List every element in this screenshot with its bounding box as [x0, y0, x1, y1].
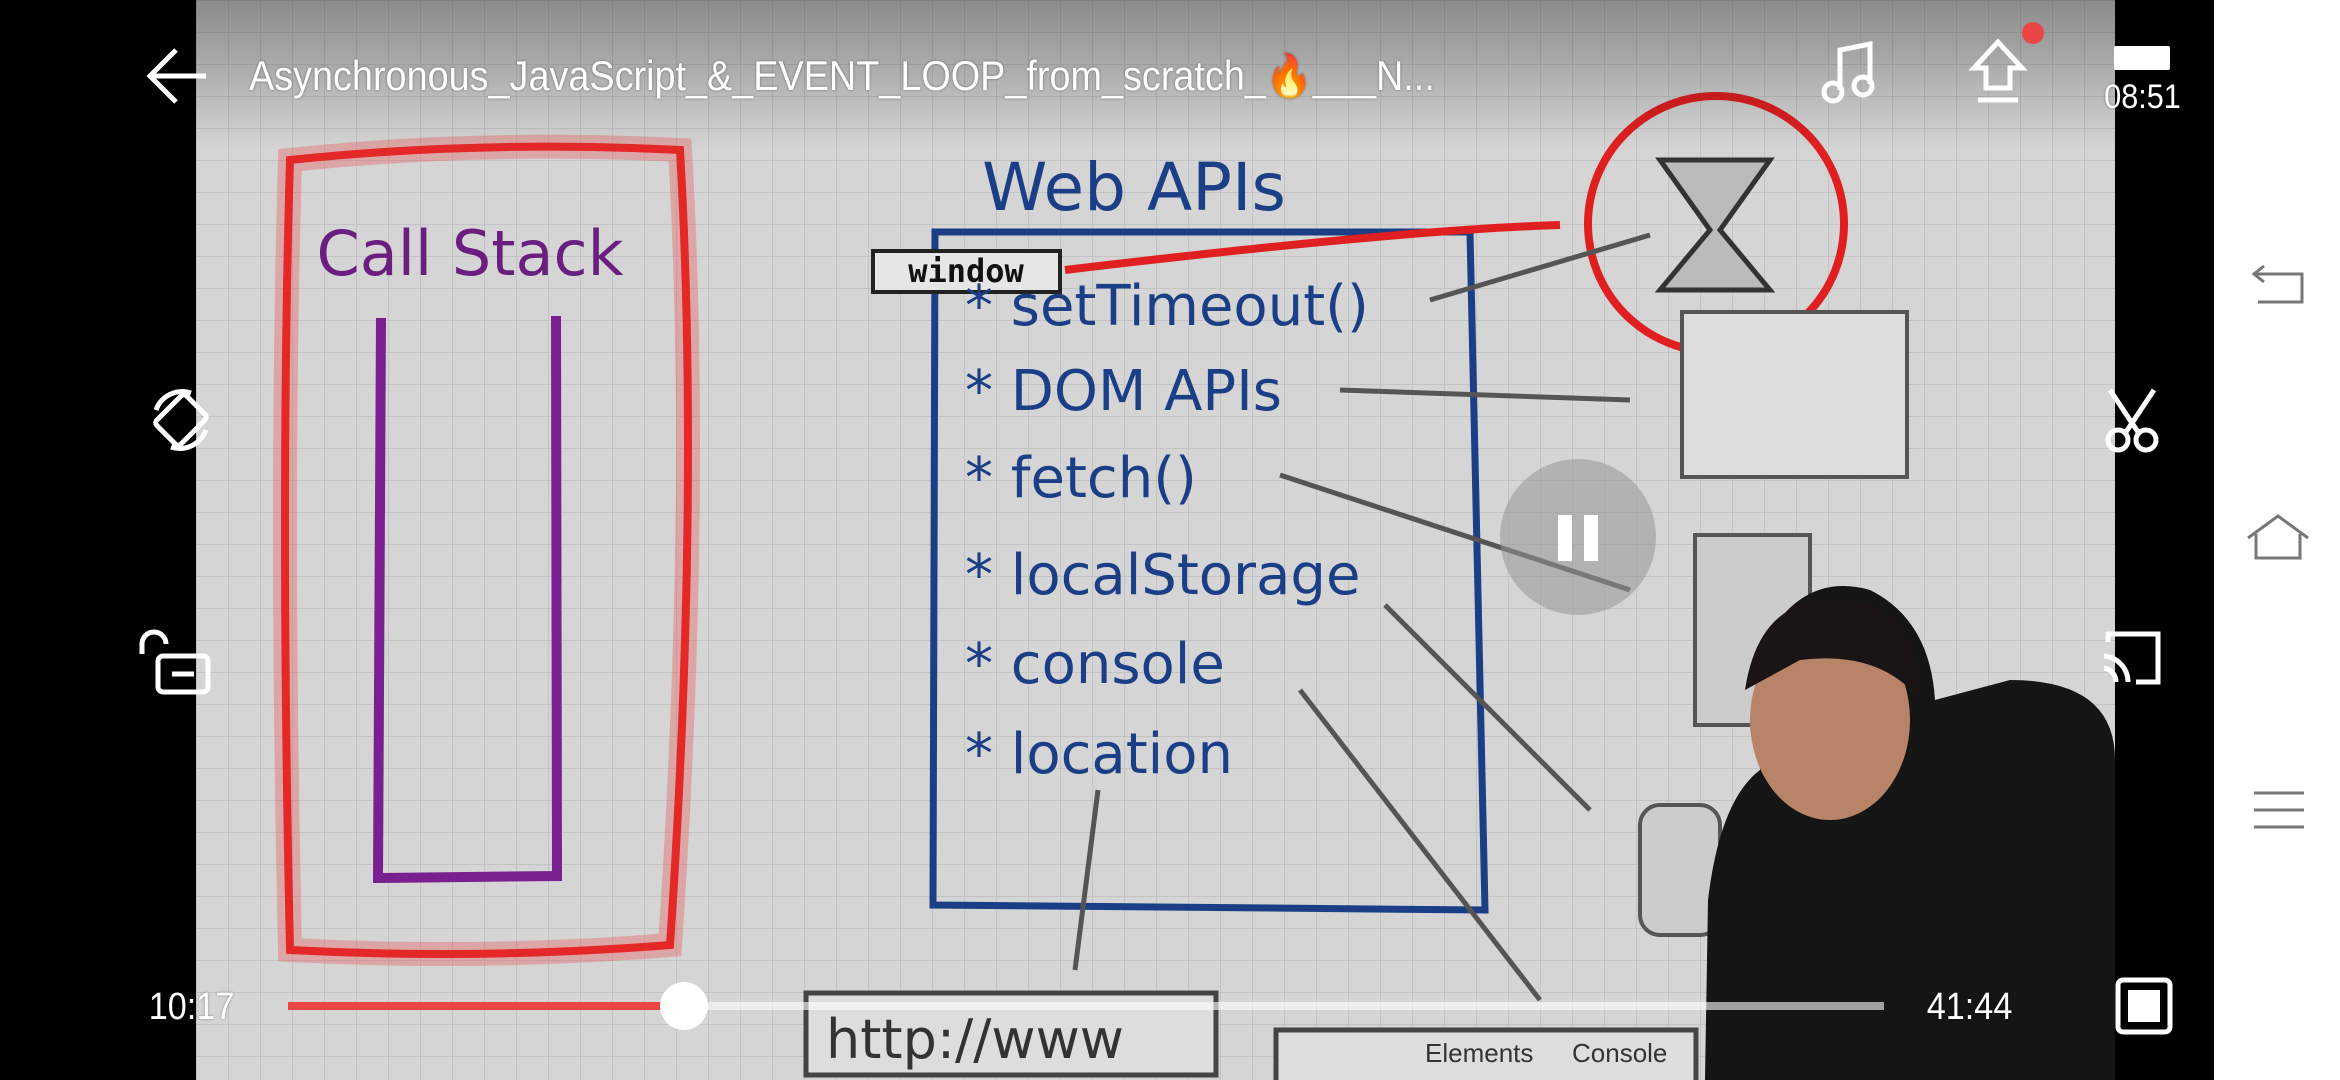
web-api-item: * localStorage: [965, 543, 1360, 608]
devtools-tab: Elements: [1425, 1038, 1533, 1068]
scissors-icon[interactable]: [2100, 385, 2164, 455]
system-nav-bar: [2214, 0, 2340, 1080]
back-arrow-icon[interactable]: [146, 45, 210, 107]
duration: 41:44: [1926, 986, 2013, 1028]
web-api-item: * DOM APIs: [965, 359, 1282, 424]
rotate-lock-icon[interactable]: [146, 385, 216, 455]
hourglass-icon: [1654, 157, 1776, 293]
web-apis-box: [929, 228, 1489, 914]
fullscreen-icon[interactable]: [2114, 976, 2174, 1036]
current-time: 10:17: [148, 986, 235, 1028]
call-stack-label: Call Stack: [316, 217, 623, 290]
web-api-item: * console: [965, 632, 1225, 697]
whiteboard-drawing: Call Stack Web APIs window * setTimeout(…: [273, 92, 2115, 1080]
video-title: Asynchronous_JavaScript_&_EVENT_LOOP_fro…: [249, 52, 1435, 99]
devtools-sketch: [1273, 1027, 1699, 1080]
window-label: window: [908, 252, 1024, 290]
call-stack-container: [372, 315, 563, 884]
call-stack-highlight: [281, 142, 692, 958]
html-doc-sketch: [1680, 310, 1909, 479]
video-frame[interactable]: Call Stack Web APIs window * setTimeout(…: [196, 0, 2115, 1080]
web-api-item: * location: [965, 722, 1233, 787]
web-api-item: * fetch(): [965, 446, 1197, 511]
devtools-tab: Console: [1572, 1038, 1667, 1068]
battery-icon: [2114, 46, 2170, 70]
clock: 08:51: [2104, 78, 2181, 116]
web-apis-label: Web APIs: [982, 149, 1286, 226]
unlock-icon[interactable]: [132, 628, 216, 696]
web-api-item: * setTimeout(): [965, 274, 1369, 339]
cast-icon[interactable]: [2100, 628, 2164, 688]
music-icon[interactable]: [1820, 40, 1882, 104]
seek-thumb[interactable]: [659, 982, 708, 1030]
nav-menu-icon[interactable]: [2254, 790, 2304, 830]
upload-icon[interactable]: [1968, 36, 2028, 106]
nav-back-icon[interactable]: [2250, 262, 2306, 306]
nav-home-icon[interactable]: [2246, 512, 2310, 562]
presenter: [1705, 586, 2115, 1080]
seek-bar[interactable]: [288, 1002, 1884, 1010]
notification-dot: [2022, 22, 2044, 44]
seek-bar-progress: [288, 1002, 684, 1010]
url-text: http://www: [826, 1008, 1124, 1071]
pause-button[interactable]: [1500, 459, 1656, 615]
